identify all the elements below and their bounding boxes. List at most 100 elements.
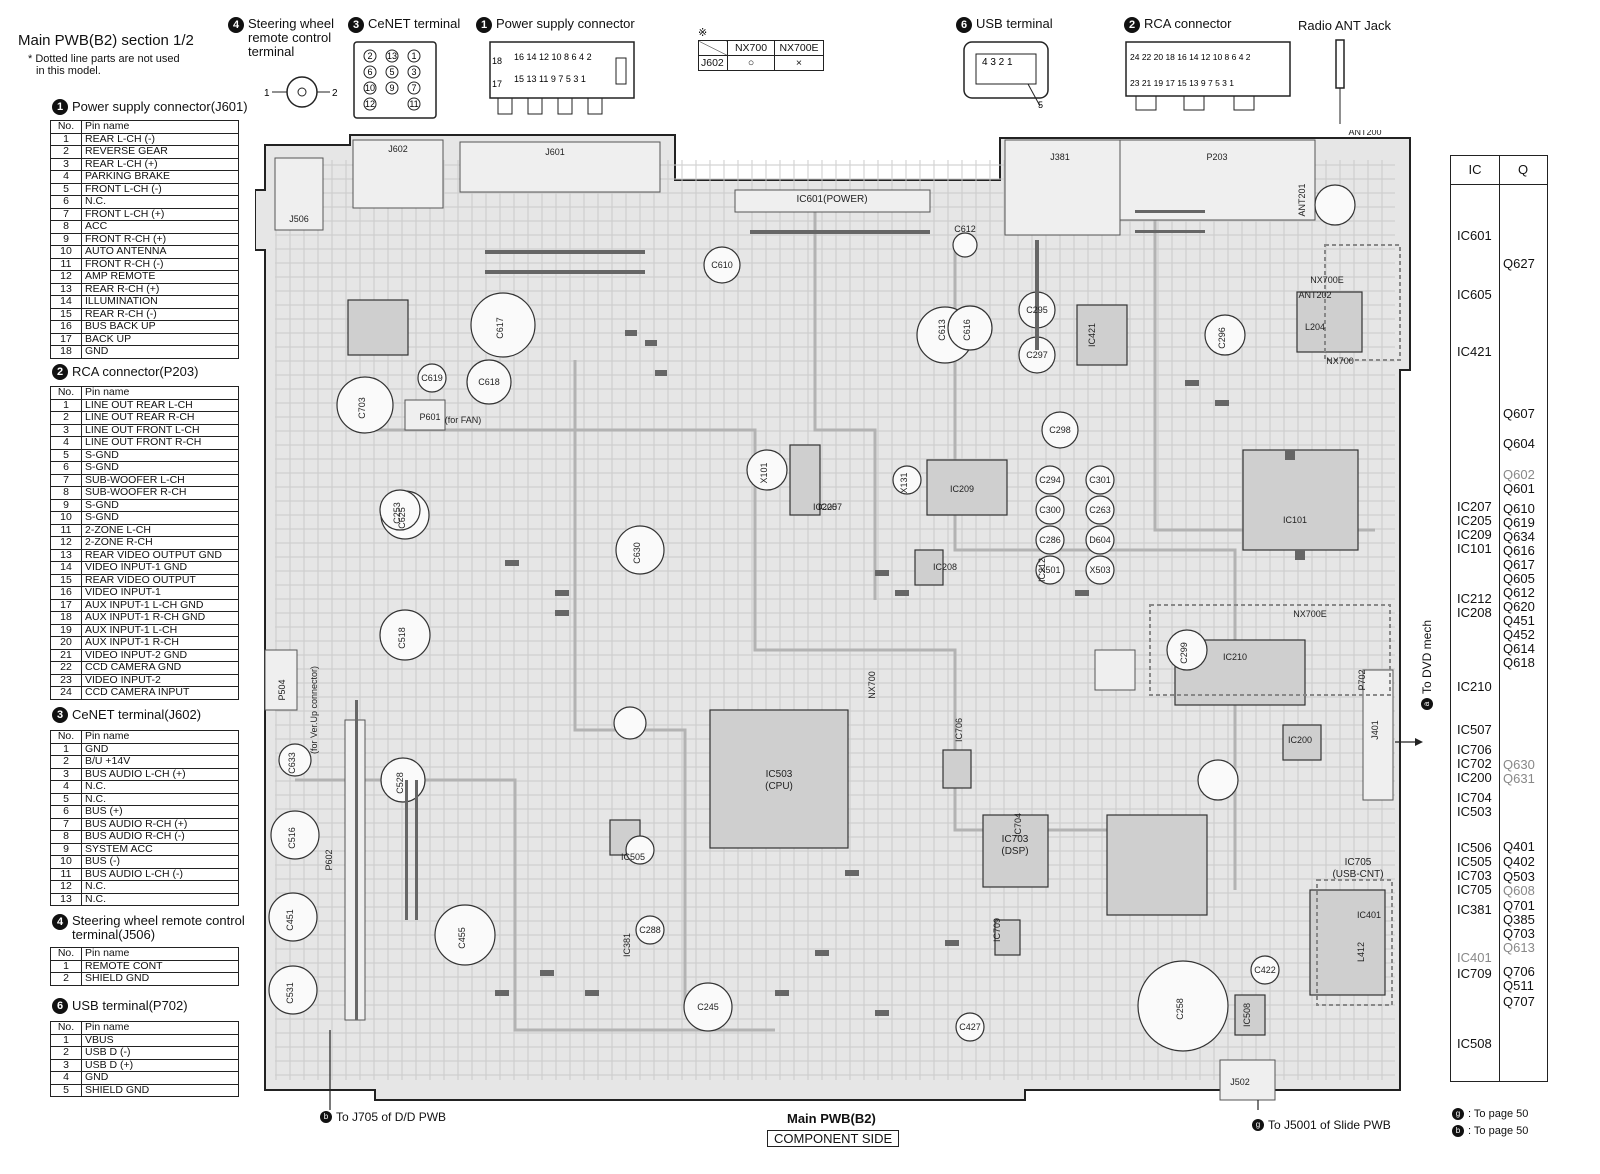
- svg-text:16 14 12 10 8 6 4 2: 16 14 12 10 8 6 4 2: [514, 52, 592, 62]
- component-label: C288: [639, 925, 661, 935]
- q-entry: Q610: [1503, 501, 1535, 516]
- ic-entry: IC507: [1457, 722, 1492, 737]
- pin-name: AUTO ANTENNA: [81, 245, 239, 259]
- pin-name: S-GND: [81, 511, 239, 525]
- q-entry: Q617: [1503, 557, 1535, 572]
- pin-number: 9: [50, 498, 82, 512]
- pin-name: USB D (+): [81, 1058, 239, 1072]
- svg-text:4 3 2 1: 4 3 2 1: [982, 57, 1013, 68]
- pin-name: BUS AUDIO R-CH (-): [81, 830, 239, 844]
- board-text: IC207: [818, 502, 842, 512]
- number-badge: 6: [956, 17, 972, 33]
- pin-name: SUB-WOOFER L-CH: [81, 473, 239, 487]
- pin-number: 8: [50, 486, 82, 500]
- component-label: X501: [1039, 565, 1060, 575]
- component-label: C616: [962, 319, 972, 341]
- note-text: * Dotted line parts are not used in this…: [28, 53, 180, 77]
- component-label: C617: [495, 317, 505, 339]
- q-entry: Q614: [1503, 641, 1535, 656]
- ic-entry: IC207: [1457, 499, 1492, 514]
- number-badge: 1: [476, 17, 492, 33]
- pin-name: VIDEO INPUT-2 GND: [81, 648, 239, 662]
- pin-number: 13: [50, 892, 82, 906]
- connector-label: J401: [1370, 720, 1380, 740]
- pin-number: 6: [50, 805, 82, 819]
- pin-name: B/U +14V: [81, 755, 239, 769]
- ic-entry: IC210: [1457, 679, 1492, 694]
- board-text: L204: [1305, 322, 1325, 332]
- component-label: C531: [285, 982, 295, 1004]
- pin-number: 10: [50, 245, 82, 259]
- q-entry: Q707: [1503, 994, 1535, 1009]
- pin-name: N.C.: [81, 780, 239, 794]
- pin-name: S-GND: [81, 498, 239, 512]
- ic-column-header: IC: [1468, 162, 1482, 177]
- pin-name: VBUS: [81, 1033, 239, 1047]
- pin-name: AUX INPUT-1 L-CH GND: [81, 598, 239, 612]
- pin-number: 1: [50, 132, 82, 146]
- pin-name: GND: [81, 742, 239, 756]
- table-header: Pin name: [81, 947, 239, 961]
- component-label: C613: [937, 319, 947, 341]
- pin-number: 21: [50, 648, 82, 662]
- ic-entry: IC401: [1457, 950, 1492, 965]
- pin-name: AMP REMOTE: [81, 270, 239, 284]
- q-entry: Q503: [1503, 869, 1535, 884]
- ref-mark: b: [320, 1111, 332, 1123]
- board-ic-label: IC703: [1002, 834, 1029, 845]
- connector-label: ANT201: [1297, 183, 1307, 216]
- component-label: C528: [395, 772, 405, 794]
- pin-number: 19: [50, 623, 82, 637]
- pin-name: LINE OUT REAR L-CH: [81, 398, 239, 412]
- q-entry: Q631: [1503, 771, 1535, 786]
- pin-name: BUS AUDIO L-CH (+): [81, 767, 239, 781]
- pin-number: 13: [50, 548, 82, 562]
- pin-number: 17: [50, 598, 82, 612]
- connector-label: P702: [1357, 669, 1367, 690]
- pin-number: 15: [50, 307, 82, 321]
- connector-label: J506: [289, 214, 309, 224]
- component-label: C612: [954, 224, 976, 234]
- q-entry: Q703: [1503, 926, 1535, 941]
- q-entry: Q706: [1503, 964, 1535, 979]
- connector-label: J602: [388, 144, 408, 154]
- pcb-board: IC503(CPU) IC705(USB-CNT) IC703(DSP) IC6…: [255, 130, 1423, 1110]
- ic-entry: IC703: [1457, 868, 1492, 883]
- pin-number: 11: [50, 523, 82, 537]
- pin-number: 6: [50, 461, 82, 475]
- q-entry: Q602: [1503, 467, 1535, 482]
- pin-number: 14: [50, 295, 82, 309]
- pin-name: AUX INPUT-1 R-CH: [81, 636, 239, 650]
- pin-name: LINE OUT FRONT L-CH: [81, 423, 239, 437]
- component-label: C451: [285, 909, 295, 931]
- pin-number: 1: [50, 959, 82, 973]
- svg-text:12: 12: [365, 99, 375, 109]
- usb-terminal-drawing: 4 3 2 1 5: [963, 41, 1049, 110]
- component-label: C703: [357, 397, 367, 419]
- table-header: Pin name: [81, 730, 239, 744]
- pin-name: FRONT L-CH (+): [81, 207, 239, 221]
- board-text: IC208: [933, 562, 957, 572]
- ic-entry: IC508: [1457, 1036, 1492, 1051]
- board-ic-label: IC705: [1345, 857, 1372, 868]
